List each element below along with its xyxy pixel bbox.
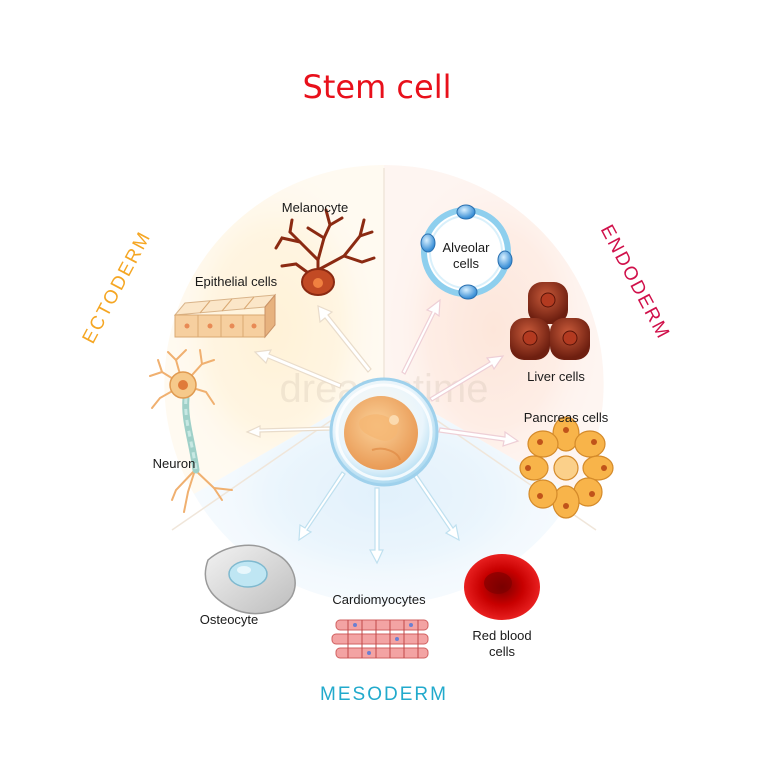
arrow-osteocyte	[298, 471, 346, 542]
arrow-alveolar	[401, 298, 441, 375]
mesoderm-sector	[194, 384, 574, 605]
ectoderm-sector	[164, 164, 384, 494]
cardiomyocytes-label: Cardiomyocytes	[332, 592, 426, 607]
endoderm-label: ENDODERM	[596, 221, 674, 343]
mesoderm-label: MESODERM	[320, 684, 448, 705]
pancreas-cells-image	[519, 416, 614, 519]
melanocyte-label: Melanocyte	[282, 200, 348, 215]
arrow-red-blood-cells	[411, 471, 460, 542]
liver-cells-image	[510, 282, 590, 360]
osteocyte-image	[204, 544, 296, 615]
osteocyte-label: Osteocyte	[200, 612, 259, 627]
neuron-image	[149, 349, 233, 513]
stem-cell-image	[329, 377, 439, 487]
liver-cells-label: Liver cells	[527, 369, 585, 384]
arrow-liver	[429, 355, 505, 402]
cardiomyocytes-image	[331, 619, 429, 659]
arrow-epithelial	[253, 349, 342, 389]
neuron-label: Neuron	[153, 456, 196, 471]
epithelial-cells-label: Epithelial cells	[195, 274, 278, 289]
alveolar-cells-image	[420, 204, 513, 300]
melanocyte-image	[274, 208, 376, 296]
red-blood-cell-image	[464, 554, 540, 620]
ectoderm-label: ECTODERM	[79, 228, 156, 348]
arrow-pancreas	[438, 427, 520, 447]
arrow-melanocyte	[317, 305, 372, 373]
arrow-neuron	[245, 425, 331, 438]
arrow-cardiomyocytes	[368, 487, 384, 565]
epithelial-cells-image	[173, 293, 277, 339]
page-title: Stem cell	[303, 68, 452, 106]
differentiation-arrows	[245, 298, 520, 565]
red-blood-cells-label-line1: Red blood	[472, 628, 531, 643]
pancreas-cells-label: Pancreas cells	[524, 410, 609, 425]
alveolar-cells-label-line1: Alveolar	[443, 240, 491, 255]
red-blood-cells-label-line2: cells	[489, 644, 516, 659]
alveolar-cells-label-line2: cells	[453, 256, 480, 271]
